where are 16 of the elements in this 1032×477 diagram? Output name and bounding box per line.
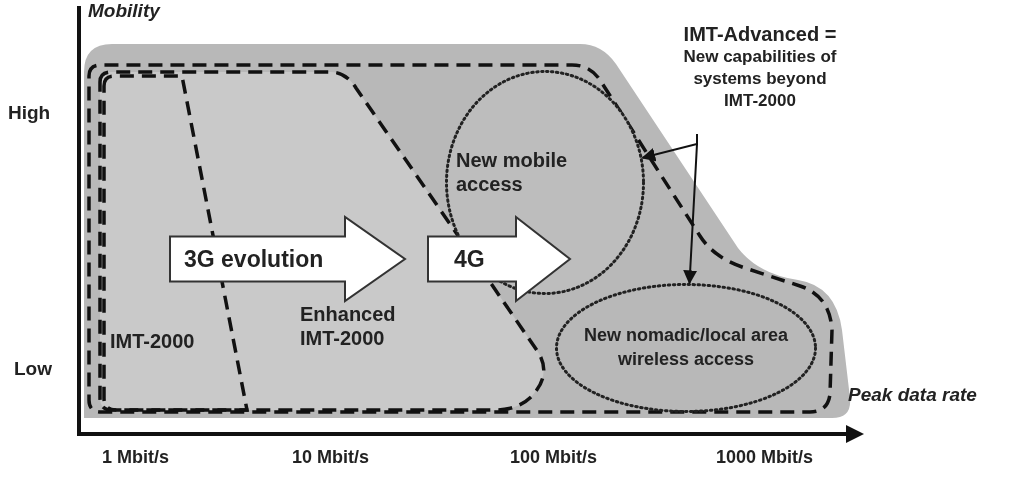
region-label: IMT-2000 — [110, 329, 196, 353]
axis-label: Mobility — [88, 0, 160, 22]
block-arrow — [427, 214, 572, 304]
arrow — [683, 133, 698, 285]
axis-label: 100 Mbit/s — [510, 447, 598, 468]
area-label: New nomadic/local area wireless access — [582, 324, 790, 371]
callout-heading: IMT-Advanced = — [683, 22, 837, 46]
axis-label: 1000 Mbit/s — [716, 447, 814, 468]
axis-label: 1 Mbit/s — [102, 447, 169, 468]
axis-label: Peak data rate — [848, 384, 977, 406]
axis-label: Low — [14, 358, 52, 380]
axis-label: 10 Mbit/s — [292, 447, 370, 468]
region-label: Enhanced IMT-2000 — [300, 302, 397, 350]
axis-label: High — [8, 102, 51, 124]
callout-text: New capabilities of systems beyond IMT-2000 — [682, 46, 838, 112]
area-label: New mobile access — [456, 148, 569, 196]
